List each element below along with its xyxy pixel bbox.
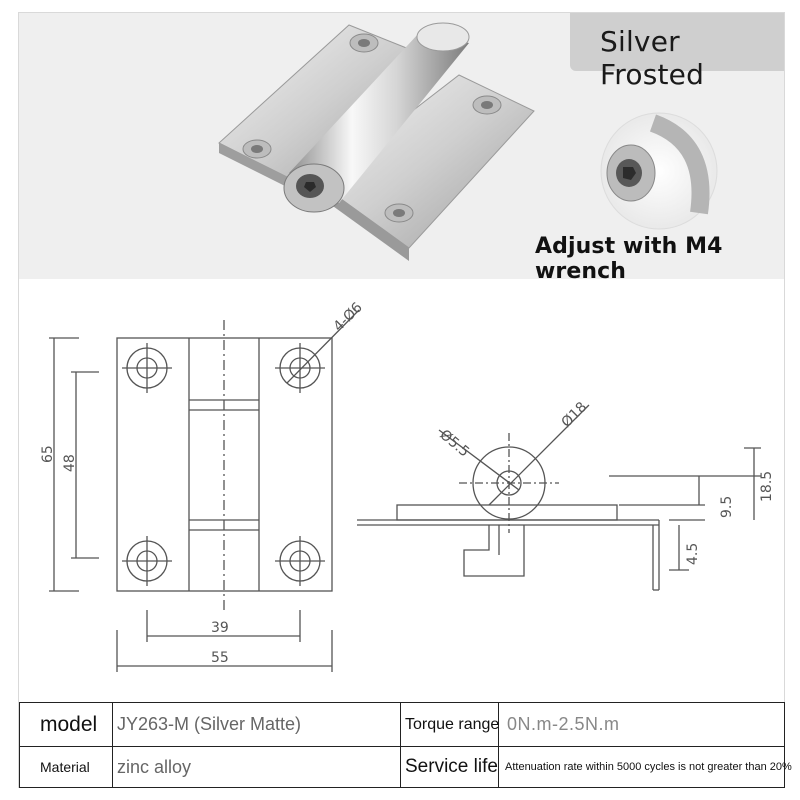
- technical-drawing: 65 48 39 55 4-Ø6 Ø5.5 Ø18 18.5 9.5 4.5: [40, 299, 775, 672]
- spec-row: model JY263-M (Silver Matte) Torque rang…: [19, 701, 785, 748]
- dim-width-inner: 39: [211, 620, 229, 636]
- spec-value-model: JY263-M (Silver Matte): [112, 701, 401, 748]
- finish-tag: Silver Frosted: [570, 13, 784, 91]
- dim-height-4-5: 4.5: [685, 543, 701, 565]
- mount-hole: [275, 536, 325, 586]
- spec-label-service-life: Service life: [400, 746, 499, 788]
- dim-height-9-5: 9.5: [719, 496, 735, 518]
- spec-value-material: zinc alloy: [112, 746, 401, 788]
- spec-label-material: Material: [19, 746, 113, 788]
- mount-hole: [122, 536, 172, 586]
- dim-width-outer: 55: [211, 650, 229, 666]
- dim-height-inner: 48: [62, 454, 78, 472]
- spec-row: Material zinc alloy Service life Attenua…: [19, 746, 792, 788]
- mount-hole: [122, 343, 172, 393]
- spec-table: model JY263-M (Silver Matte) Torque rang…: [19, 701, 792, 788]
- hinge-photo-illustration: [218, 22, 718, 261]
- side-view: [357, 404, 761, 591]
- mount-hole: [275, 343, 325, 393]
- dim-pin-diameter: Ø5.5: [436, 427, 472, 461]
- front-view: [49, 309, 360, 672]
- spec-label-torque: Torque range: [400, 701, 499, 748]
- dim-barrel-diameter: Ø18: [559, 399, 591, 431]
- finish-tag-label: Silver Frosted: [600, 25, 705, 91]
- dim-hole-callout: 4-Ø6: [331, 299, 366, 334]
- spec-value-service-life: Attenuation rate within 5000 cycles is n…: [498, 746, 792, 788]
- spec-label-model: model: [19, 701, 113, 748]
- adjust-caption: Adjust with M4 wrench: [535, 234, 723, 284]
- dim-height-outer: 65: [40, 445, 56, 463]
- dim-height-18-5: 18.5: [759, 471, 775, 502]
- spec-value-torque: 0N.m-2.5N.m: [498, 701, 785, 748]
